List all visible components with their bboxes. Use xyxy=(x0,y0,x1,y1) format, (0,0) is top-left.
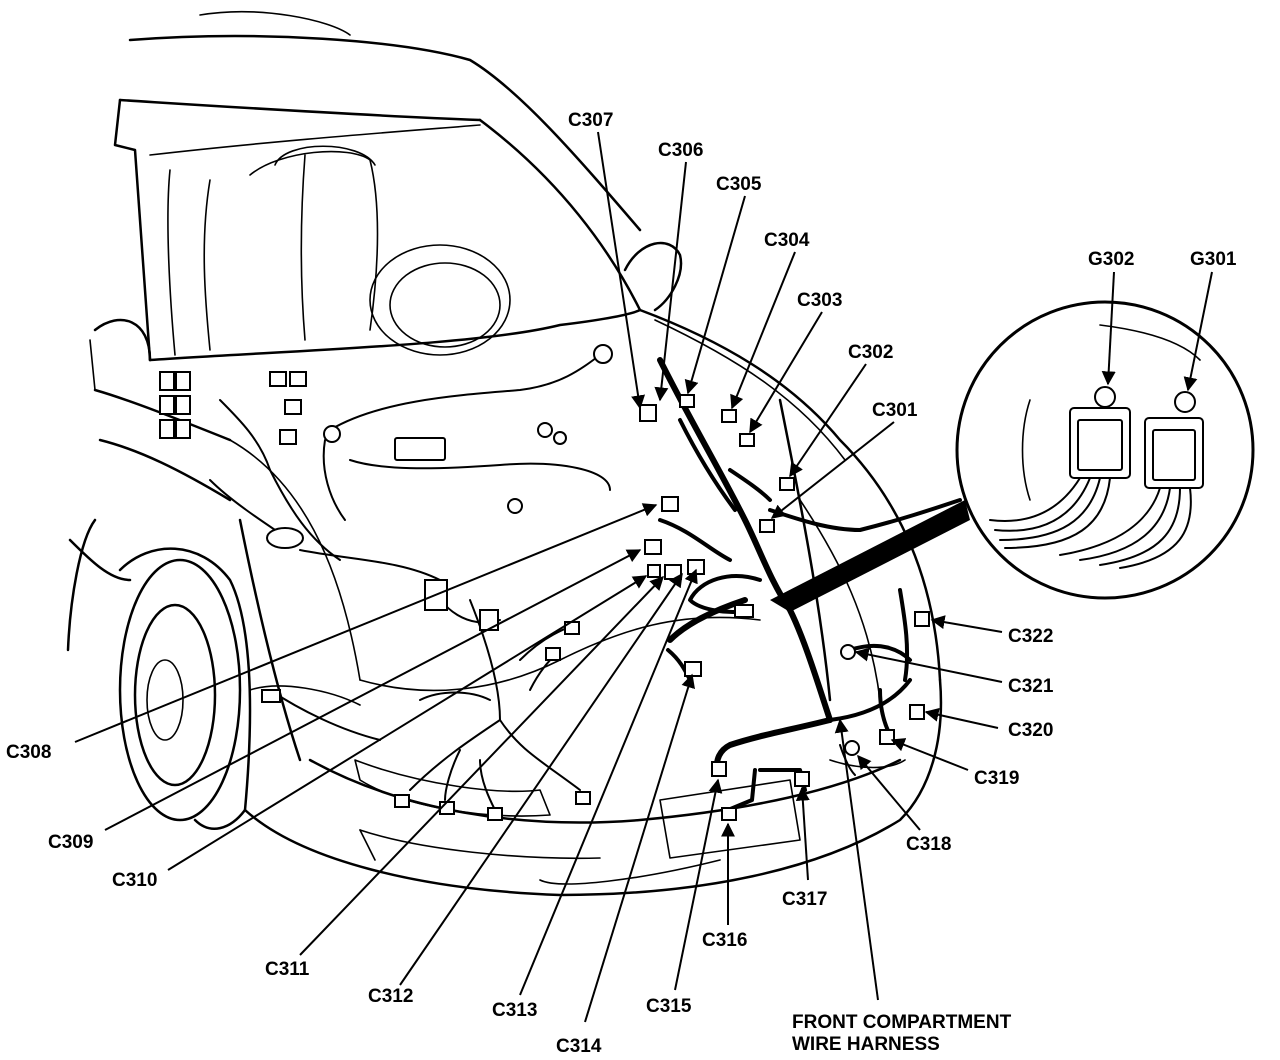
label-c322: C322 xyxy=(1008,626,1053,647)
ground-inset xyxy=(770,300,1255,612)
label-c312: C312 xyxy=(368,986,413,1007)
engine-bay-wiring xyxy=(159,344,613,821)
label-c307: C307 xyxy=(568,110,613,131)
leader-lines xyxy=(74,131,1213,1023)
label-c311: C311 xyxy=(265,959,310,980)
label-c306: C306 xyxy=(658,140,703,161)
label-c321: C321 xyxy=(1008,676,1054,697)
harness-label-line1: FRONT COMPARTMENT xyxy=(792,1012,1012,1033)
front-compartment-harness xyxy=(657,357,962,812)
car-body-outline xyxy=(66,10,943,897)
connector-labels: C307 C306 C305 C304 C303 C302 C301 G302 … xyxy=(6,110,1237,1057)
label-c305: C305 xyxy=(716,174,762,195)
label-c309: C309 xyxy=(48,832,93,853)
label-c308: C308 xyxy=(6,742,51,763)
label-c314: C314 xyxy=(556,1036,602,1057)
label-c318: C318 xyxy=(906,834,951,855)
label-c320: C320 xyxy=(1008,720,1053,741)
label-c313: C313 xyxy=(492,1000,537,1021)
label-g301: G301 xyxy=(1190,249,1237,270)
label-c303: C303 xyxy=(797,290,842,311)
label-c315: C315 xyxy=(646,996,692,1017)
label-g302: G302 xyxy=(1088,249,1134,270)
label-c310: C310 xyxy=(112,870,157,891)
label-c317: C317 xyxy=(782,889,827,910)
label-c319: C319 xyxy=(974,768,1019,789)
harness-label-line2: WIRE HARNESS xyxy=(792,1034,940,1055)
label-c302: C302 xyxy=(848,342,893,363)
label-c304: C304 xyxy=(764,230,810,251)
label-c316: C316 xyxy=(702,930,747,951)
harness-connectors xyxy=(639,394,930,821)
label-c301: C301 xyxy=(872,400,918,421)
